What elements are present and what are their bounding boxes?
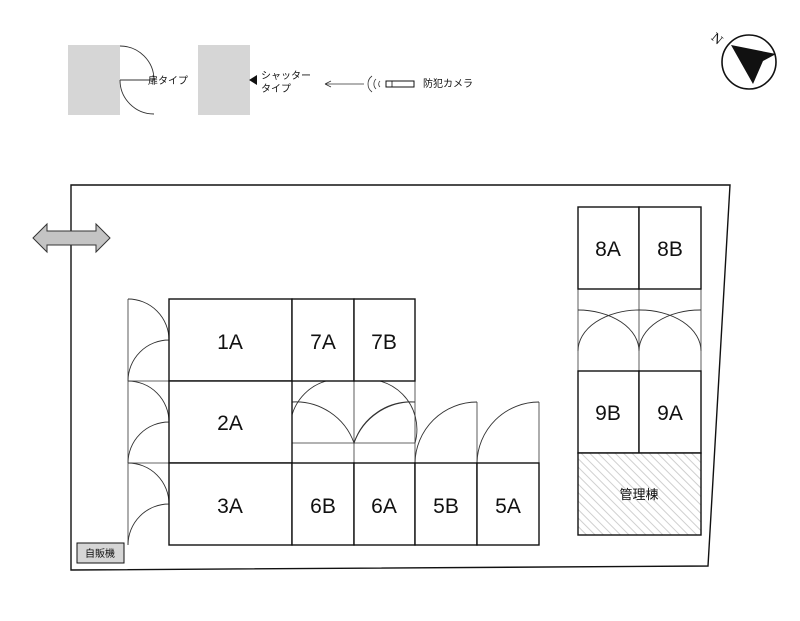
unit-label: 1A (217, 331, 243, 354)
north-arrow-pointer-icon (731, 45, 776, 84)
legend-shutter-arrow-icon (249, 75, 257, 85)
camera-signal-icon (367, 75, 381, 93)
unit-8A[interactable]: 8A (577, 206, 640, 290)
unit-6A[interactable]: 6A (353, 462, 416, 546)
management-building-label: 管理棟 (619, 488, 658, 503)
legend-security-camera-label: 防犯カメラ (423, 77, 473, 90)
unit-label: 5A (495, 495, 521, 518)
legend-shutter-type-label-1: シャッター (261, 70, 311, 82)
legend-door-type: 扉タイプ (68, 45, 188, 115)
unit-5B[interactable]: 5B (414, 462, 478, 546)
unit-label: 7B (371, 331, 397, 354)
legend-door-swing-icon (119, 45, 155, 115)
unit-9A[interactable]: 9A (638, 370, 702, 454)
unit-label: 6B (310, 495, 336, 518)
unit-label: 8B (657, 238, 683, 261)
legend-shutter-box (198, 45, 250, 115)
door-swings-left (127, 298, 170, 546)
north-label: N (708, 30, 725, 47)
unit-label: 8A (595, 238, 621, 261)
unit-label: 3A (217, 495, 243, 518)
unit-label: 6A (371, 495, 397, 518)
entrance-double-arrow-icon (32, 222, 111, 254)
unit-6B[interactable]: 6B (291, 462, 355, 546)
management-building: 管理棟 (577, 452, 702, 536)
site-boundary (70, 184, 731, 571)
vending-machine-label: 自販機 (85, 547, 115, 560)
unit-5A[interactable]: 5A (476, 462, 540, 546)
door-swings-right (577, 289, 702, 371)
unit-1A[interactable]: 1A (168, 298, 293, 382)
legend-shutter-type-label-2: タイプ (261, 83, 291, 95)
legend-shutter-type: シャッター タイプ (198, 45, 311, 115)
legend: 扉タイプ シャッター タイプ 防犯カメラ (68, 45, 473, 115)
legend-door-box (68, 45, 120, 115)
unit-3A[interactable]: 3A (168, 462, 293, 546)
unit-label: 2A (217, 412, 243, 435)
security-camera-icon (385, 80, 415, 88)
unit-9B[interactable]: 9B (577, 370, 640, 454)
north-arrow: N (708, 30, 777, 90)
legend-door-type-label: 扉タイプ (148, 74, 188, 87)
door-swings-middle (289, 378, 540, 464)
unit-8B[interactable]: 8B (638, 206, 702, 290)
unit-label: 9B (595, 402, 621, 425)
unit-2A[interactable]: 2A (168, 380, 293, 464)
unit-label: 5B (433, 495, 459, 518)
vending-machine: 自販機 (76, 542, 125, 564)
unit-7B[interactable]: 7B (353, 298, 416, 382)
unit-label: 7A (310, 331, 336, 354)
camera-view-arrow-icon (324, 80, 364, 88)
unit-7A[interactable]: 7A (291, 298, 355, 382)
unit-label: 9A (657, 402, 683, 425)
legend-security-camera: 防犯カメラ (324, 75, 473, 93)
